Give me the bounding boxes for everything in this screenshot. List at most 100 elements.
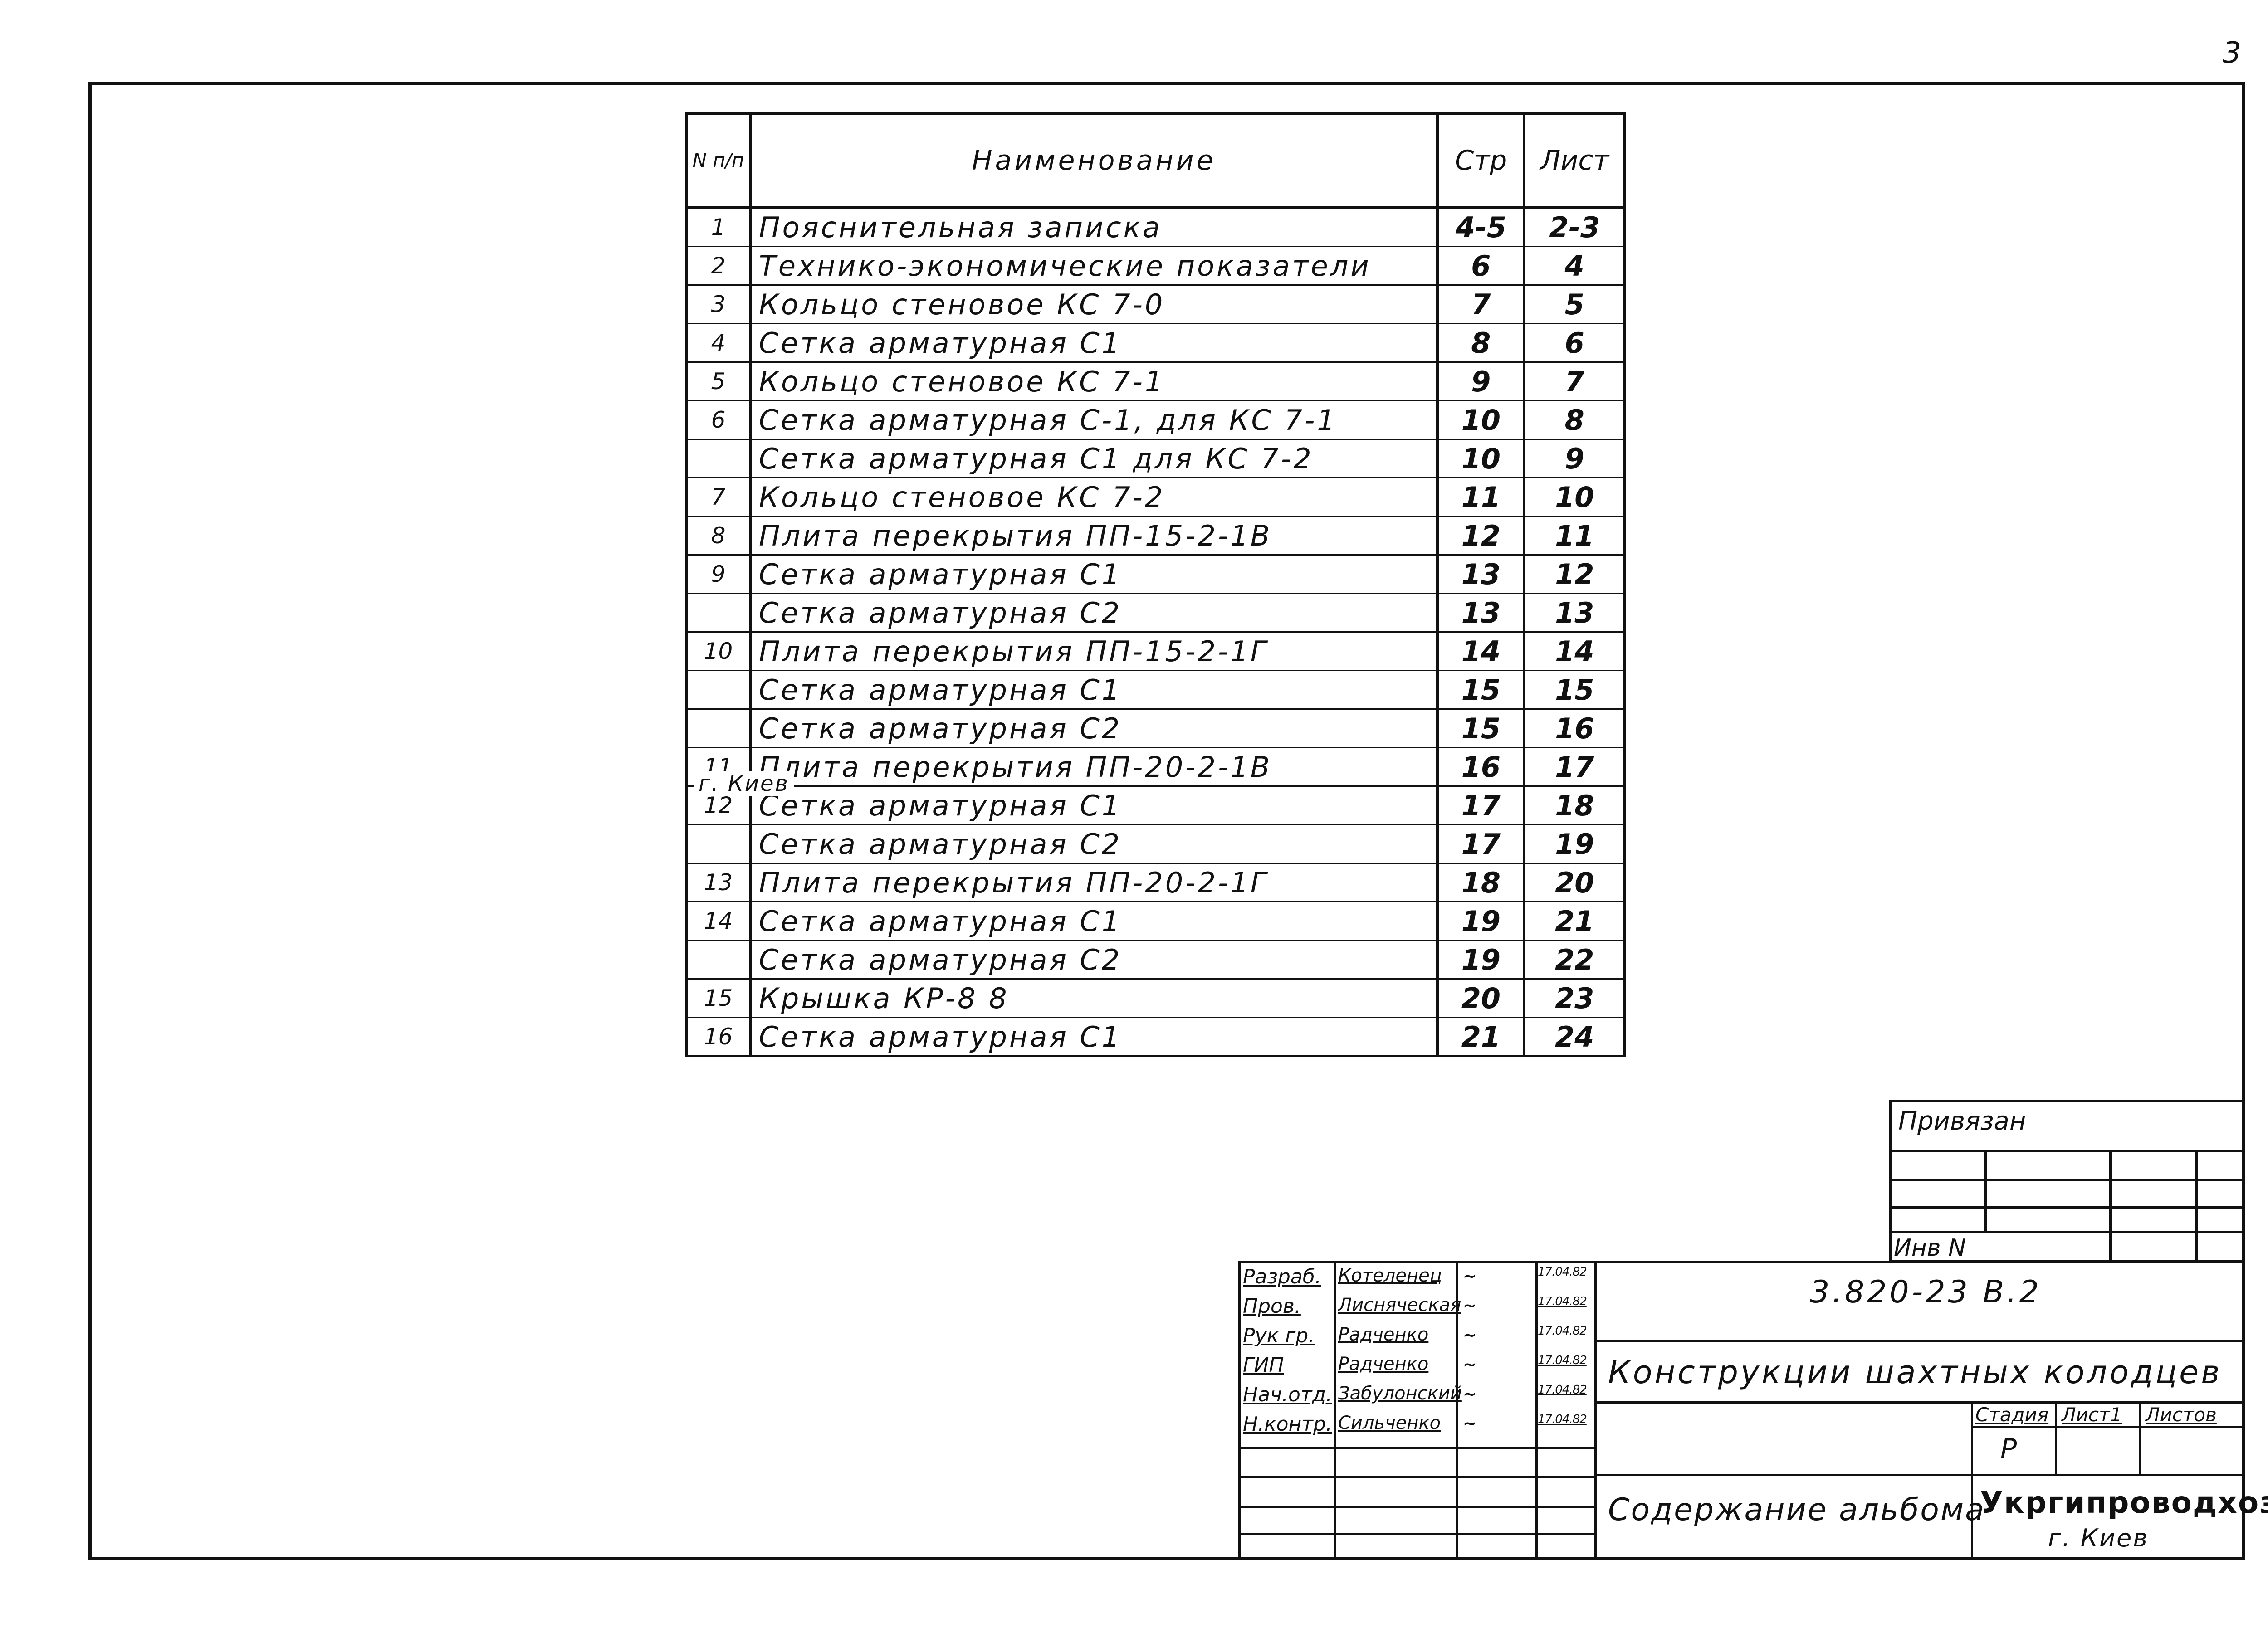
row-name: Сетка арматурная С1 — [748, 323, 1439, 363]
row-sheet: 23 — [1523, 978, 1626, 1018]
row-name: Плита перекрытия ПП-20-2-1В — [748, 747, 1439, 787]
header-number: N п/п — [685, 112, 752, 209]
row-sheet: 24 — [1523, 1017, 1626, 1057]
signature-date: 17.04.82 — [1538, 1265, 1587, 1279]
row-name: Сетка арматурная С2 — [748, 708, 1439, 748]
row-page: 19 — [1436, 901, 1526, 941]
stage-label: Стадия — [1975, 1404, 2049, 1426]
row-page: 17 — [1436, 824, 1526, 864]
row-sheet: 19 — [1523, 824, 1626, 864]
signature-role: Нач.отд. — [1243, 1383, 1332, 1406]
row-sheet: 6 — [1523, 323, 1626, 363]
row-name: Плита перекрытия ПП-15-2-1Г — [748, 631, 1439, 671]
row-name: Сетка арматурная С1 — [748, 785, 1439, 825]
row-sheet: 4 — [1523, 246, 1626, 286]
row-number: 3 — [685, 284, 752, 324]
row-sheet: 13 — [1523, 593, 1626, 633]
signature-date: 17.04.82 — [1538, 1324, 1587, 1338]
signature-date: 17.04.82 — [1538, 1354, 1587, 1367]
signature-name: Забулонский — [1338, 1383, 1462, 1404]
organization-name: Укргипроводхоз — [1980, 1485, 2268, 1520]
row-sheet: 18 — [1523, 785, 1626, 825]
row-number — [685, 593, 752, 633]
row-page: 6 — [1436, 246, 1526, 286]
signature-role: ГИП — [1243, 1354, 1284, 1377]
handwritten-signature: ~ — [1463, 1385, 1477, 1404]
handwritten-signature: ~ — [1463, 1326, 1477, 1345]
row-sheet: 7 — [1523, 361, 1626, 401]
handwritten-signature: ~ — [1463, 1297, 1477, 1315]
row-name: Технико-экономические показатели — [748, 246, 1439, 286]
row-page: 15 — [1436, 670, 1526, 710]
binding-label: Привязан — [1898, 1107, 2026, 1136]
row-name: Плита перекрытия ПП-20-2-1Г — [748, 863, 1439, 902]
header-sheet: Лист — [1523, 112, 1626, 209]
header-page: Стр — [1436, 112, 1526, 209]
signature-date: 17.04.82 — [1538, 1383, 1587, 1397]
row-name: Сетка арматурная С2 — [748, 824, 1439, 864]
sheet-label-text: Лист — [2062, 1404, 2110, 1426]
row-number — [685, 824, 752, 864]
row-number: 13 — [685, 863, 752, 902]
row-number: 9 — [685, 554, 752, 594]
handwritten-signature: ~ — [1463, 1355, 1477, 1374]
row-sheet: 12 — [1523, 554, 1626, 594]
row-name: Сетка арматурная С1 для КС 7-2 — [748, 439, 1439, 478]
row-name: Кольцо стеновое КС 7-1 — [748, 361, 1439, 401]
row-name: Сетка арматурная С2 — [748, 593, 1439, 633]
drawing-frame — [88, 82, 2245, 1560]
overlay-city-stamp: г. Киев — [694, 771, 794, 796]
row-name: Пояснительная записка — [748, 206, 1439, 247]
row-sheet: 21 — [1523, 901, 1626, 941]
row-number: 15 — [685, 978, 752, 1018]
row-name: Плита перекрытия ПП-15-2-1В — [748, 516, 1439, 556]
signature-role: Н.контр. — [1243, 1413, 1332, 1436]
row-page: 21 — [1436, 1017, 1526, 1057]
inventory-label: Инв N — [1894, 1234, 1966, 1262]
row-number: 5 — [685, 361, 752, 401]
row-sheet: 5 — [1523, 284, 1626, 324]
signature-role: Рук гр. — [1243, 1324, 1315, 1347]
row-name: Сетка арматурная С2 — [748, 940, 1439, 980]
row-name: Крышка КР-8 8 — [748, 978, 1439, 1018]
row-number: 14 — [685, 901, 752, 941]
row-page: 7 — [1436, 284, 1526, 324]
row-page: 8 — [1436, 323, 1526, 363]
title-block — [1238, 1261, 2245, 1560]
row-number — [685, 439, 752, 478]
signature-name: Котеленец — [1338, 1265, 1442, 1286]
row-page: 17 — [1436, 785, 1526, 825]
signature-date: 17.04.82 — [1538, 1413, 1587, 1426]
row-page: 14 — [1436, 631, 1526, 671]
document-code: 3.820-23 В.2 — [1810, 1274, 2042, 1310]
row-number: 8 — [685, 516, 752, 556]
row-name: Сетка арматурная С1 — [748, 554, 1439, 594]
row-sheet: 2-3 — [1523, 206, 1626, 247]
row-name: Сетка арматурная С1 — [748, 670, 1439, 710]
sheet-title: Содержание альбома — [1608, 1492, 1985, 1528]
row-number — [685, 940, 752, 980]
row-sheet: 14 — [1523, 631, 1626, 671]
signature-role: Пров. — [1243, 1295, 1301, 1318]
row-number: 2 — [685, 246, 752, 286]
sheet-label: Лист1 — [2062, 1404, 2122, 1426]
row-sheet: 15 — [1523, 670, 1626, 710]
row-sheet: 9 — [1523, 439, 1626, 478]
row-number: 16 — [685, 1017, 752, 1057]
row-number: 4 — [685, 323, 752, 363]
row-page: 18 — [1436, 863, 1526, 902]
row-sheet: 20 — [1523, 863, 1626, 902]
row-number — [685, 670, 752, 710]
